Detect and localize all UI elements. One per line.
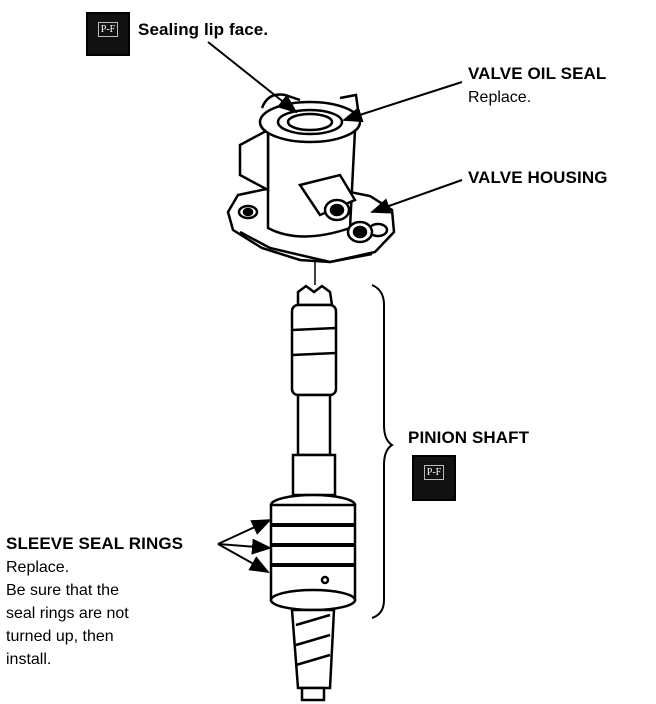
sleeve-seal-rings-note: Replace. xyxy=(6,559,70,576)
grease-icon: P-F xyxy=(86,12,130,56)
valve-oil-seal-note: Replace. xyxy=(468,89,532,106)
valve-housing-label: VALVE HOUSING xyxy=(468,168,608,187)
valve-oil-seal-label: VALVE OIL SEAL xyxy=(468,64,607,83)
sleeve-seal-rings-instruction: seal rings are not xyxy=(6,605,129,622)
sealing-lip-label: Sealing lip face. xyxy=(138,20,269,39)
leader-arrows xyxy=(207,41,463,573)
pinion-shaft xyxy=(269,284,357,702)
sleeve-seal-rings-instruction: install. xyxy=(6,651,52,668)
pinion-shaft-bracket xyxy=(371,284,394,619)
sleeve-seal-rings-instruction: Be sure that the xyxy=(6,582,119,599)
sleeve-seal-rings-instruction: turned up, then xyxy=(6,628,114,645)
pinion-shaft-label: PINION SHAFT xyxy=(408,428,530,447)
grease-icon: P-F xyxy=(412,455,456,501)
valve-housing xyxy=(226,93,396,264)
sleeve-seal-rings-label: SLEEVE SEAL RINGS xyxy=(6,534,184,553)
